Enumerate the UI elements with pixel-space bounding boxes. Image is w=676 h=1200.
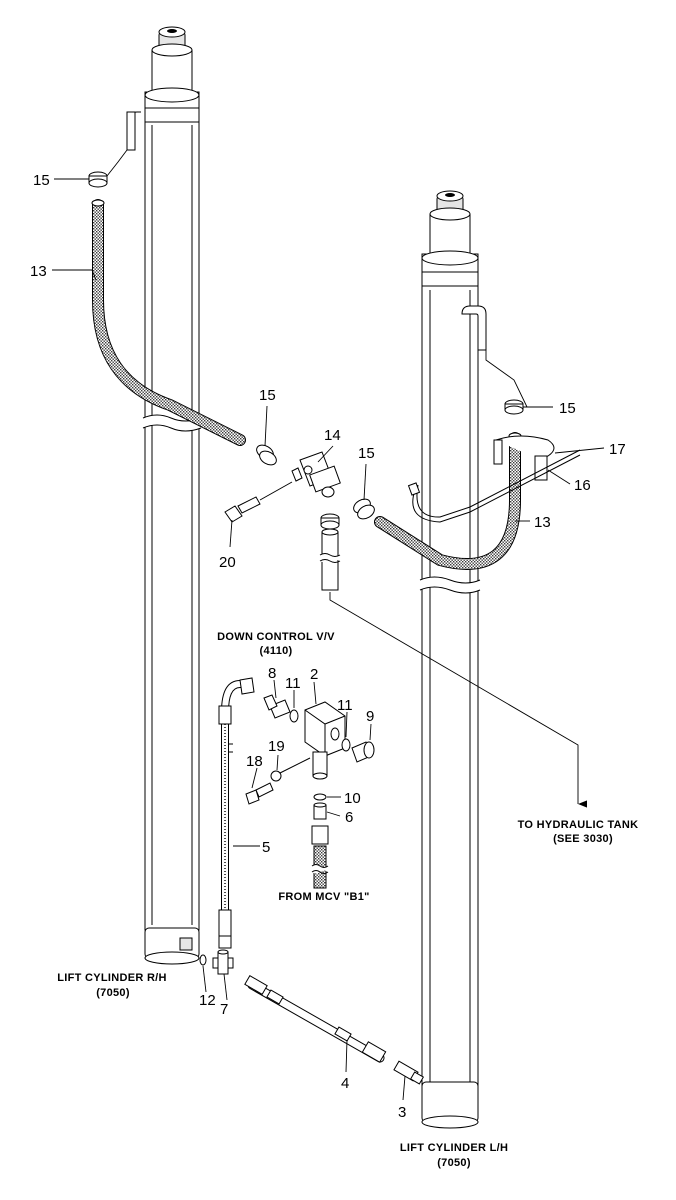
callout-11-right: 11 — [337, 697, 353, 714]
label-down-control-valve: DOWN CONTROL V/V — [217, 631, 335, 643]
bolt-18 — [245, 757, 311, 805]
o-ring-10 — [313, 793, 327, 801]
o-ring-11-left — [289, 709, 299, 723]
fitting-3 — [393, 1060, 425, 1085]
tee-fitting-7 — [212, 949, 234, 975]
down-control-valve-2 — [304, 701, 346, 780]
hose-clamp-15-middle-right — [353, 498, 375, 520]
callout-7: 7 — [220, 1001, 228, 1018]
lift-cylinder-lh — [419, 190, 487, 1129]
callout-17: 17 — [609, 441, 626, 458]
callout-15-middle-left: 15 — [259, 387, 276, 404]
label-from-mcv: FROM MCV "B1" — [278, 891, 369, 903]
callout-15-middle-right: 15 — [358, 445, 375, 462]
callout-13-right: 13 — [534, 514, 551, 531]
hose-clamp-15-middle-left — [256, 444, 277, 466]
hose-4 — [244, 974, 387, 1063]
tank-return-pipe — [319, 528, 587, 808]
callout-5: 5 — [262, 839, 270, 856]
hose-from-mcv — [311, 825, 329, 889]
washer-19 — [270, 770, 282, 782]
label-down-control-ref: (4110) — [260, 645, 293, 657]
callout-18: 18 — [246, 753, 263, 770]
callout-12: 12 — [199, 992, 216, 1009]
callout-15-top-right: 15 — [559, 400, 576, 417]
label-lift-cylinder-rh-ref: (7050) — [96, 987, 130, 999]
label-to-hydraulic-tank: TO HYDRAULIC TANK — [518, 819, 639, 831]
label-lift-cylinder-lh-ref: (7050) — [437, 1157, 471, 1169]
hose-5 — [218, 677, 255, 949]
plug-9 — [351, 741, 375, 763]
leader-lines — [52, 149, 605, 1101]
callout-9: 9 — [366, 708, 374, 725]
label-lift-cylinder-lh: LIFT CYLINDER L/H — [400, 1142, 508, 1154]
o-ring-12 — [199, 954, 207, 966]
hose-clamp-15-top-left — [88, 171, 108, 188]
label-to-tank-ref: (SEE 3030) — [553, 833, 613, 845]
callout-19: 19 — [268, 738, 285, 755]
label-lift-cylinder-rh: LIFT CYLINDER R/H — [57, 972, 167, 984]
bolt-20 — [224, 481, 293, 523]
hose-clamp-15-tee-bottom — [320, 513, 340, 530]
callout-11-left: 11 — [285, 675, 301, 692]
connector-6 — [313, 802, 327, 820]
callout-15-top-left: 15 — [33, 172, 50, 189]
callout-2: 2 — [310, 666, 318, 683]
return-hose-13-left — [91, 199, 246, 446]
callout-6: 6 — [345, 809, 353, 826]
hose-clamp-15-top-right — [504, 399, 524, 415]
fitting-8 — [263, 694, 291, 719]
callout-3: 3 — [398, 1104, 406, 1121]
callout-13-left: 13 — [30, 263, 47, 280]
callout-8: 8 — [268, 665, 276, 682]
callout-14: 14 — [324, 427, 341, 444]
callout-4: 4 — [341, 1075, 349, 1092]
tee-fitting-14 — [291, 451, 341, 498]
o-ring-11-right — [341, 738, 351, 752]
lift-cylinder-rh — [126, 26, 202, 965]
callout-20: 20 — [219, 554, 236, 571]
callout-10: 10 — [344, 790, 361, 807]
clamp-wire-17 — [407, 449, 581, 523]
callout-16: 16 — [574, 477, 591, 494]
